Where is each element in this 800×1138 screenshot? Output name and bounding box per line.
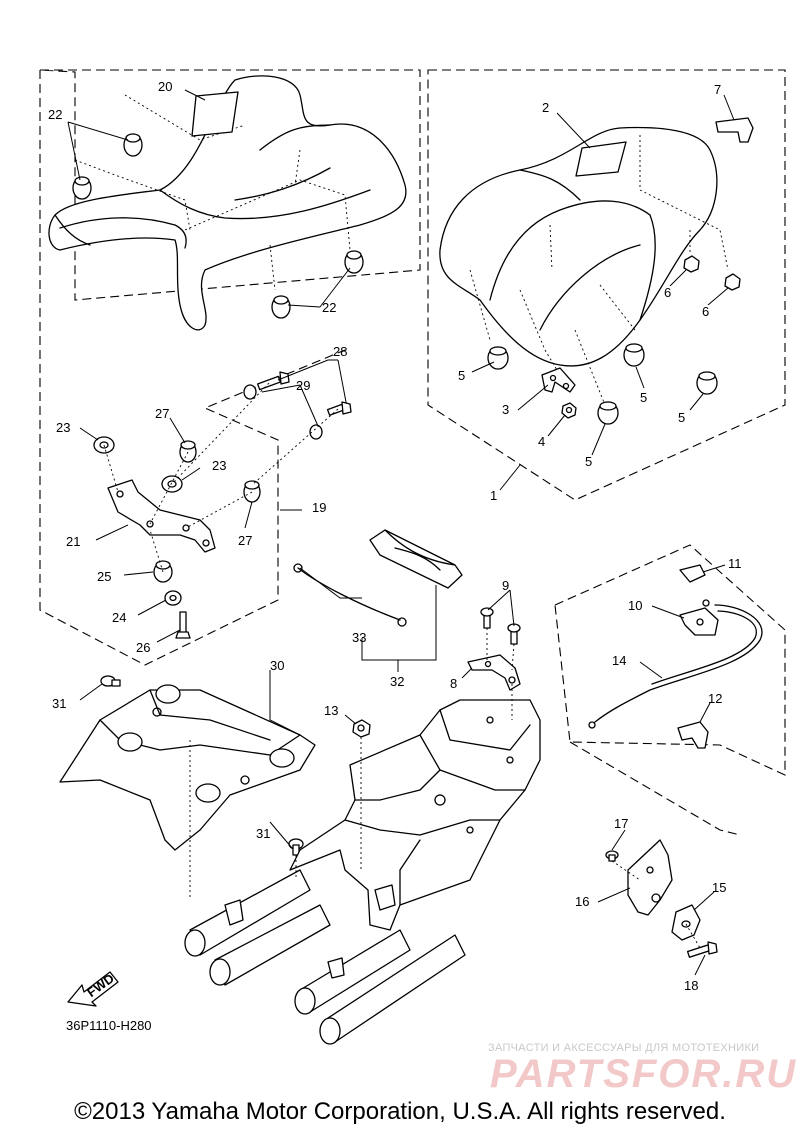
frame-guide-lines	[189, 628, 515, 900]
part-label-21: 21	[66, 534, 80, 549]
passenger-seat-group-box	[427, 69, 786, 501]
hook-15	[671, 904, 701, 941]
part-label-3: 3	[502, 402, 509, 417]
passenger-seat	[439, 126, 729, 406]
part-label-7: 7	[714, 82, 721, 97]
bracket-3	[541, 367, 576, 393]
grommet-23-set	[93, 436, 183, 493]
nut-13	[352, 719, 371, 738]
part-label-22: 22	[322, 300, 336, 315]
part-label-15: 15	[712, 880, 726, 895]
part-label-1: 1	[490, 488, 497, 503]
part-label-4: 4	[538, 434, 545, 449]
part-label-5: 5	[640, 390, 647, 405]
bracket-12	[677, 721, 709, 749]
nut-6-set	[683, 255, 741, 291]
damper-5-set	[487, 343, 718, 425]
leader-lines	[67, 89, 735, 976]
part-label-9: 9	[502, 578, 509, 593]
lock-assy-10	[679, 607, 719, 636]
copyright-notice: ©2013 Yamaha Motor Corporation, U.S.A. A…	[74, 1098, 726, 1125]
bolt-17	[605, 850, 619, 862]
seat-lock-group-box-lower	[569, 741, 741, 836]
clip-7	[715, 117, 754, 143]
part-label-10: 10	[628, 598, 642, 613]
part-label-6: 6	[702, 304, 709, 319]
bracket-8	[467, 654, 521, 691]
seat-cable-33	[293, 563, 407, 627]
bracket-assembly-guide	[103, 382, 339, 573]
part-label-20: 20	[158, 79, 172, 94]
bracket-21	[107, 479, 216, 553]
damper-25	[153, 560, 173, 583]
bolt-26	[175, 611, 191, 639]
part-label-31: 31	[52, 696, 66, 711]
part-label-26: 26	[136, 640, 150, 655]
part-label-22: 22	[48, 107, 62, 122]
part-label-30: 30	[270, 658, 284, 673]
part-label-14: 14	[612, 653, 626, 668]
cover-11	[679, 564, 706, 583]
part-label-19: 19	[312, 500, 326, 515]
part-label-8: 8	[450, 676, 457, 691]
part-label-27: 27	[238, 533, 252, 548]
bracket-16	[627, 839, 673, 916]
seat-lock-group-box	[554, 544, 786, 776]
collar-24	[164, 590, 182, 606]
part-label-24: 24	[112, 610, 126, 625]
lock-guide-lines	[611, 860, 701, 949]
part-label-6: 6	[664, 285, 671, 300]
part-label-11: 11	[728, 556, 742, 571]
rider-seat-group-box	[39, 69, 421, 301]
part-label-16: 16	[575, 894, 589, 909]
part-label-32: 32	[390, 674, 404, 689]
part-label-27: 27	[155, 406, 169, 421]
part-label-33: 33	[352, 630, 366, 645]
nut-4	[561, 402, 577, 419]
watermark-logo: PARTSFOR.RU	[490, 1052, 798, 1096]
rear-frame	[184, 699, 541, 1045]
part-label-5: 5	[678, 410, 685, 425]
rider-seat	[48, 75, 407, 331]
collar-29-set	[243, 384, 323, 440]
bolt-31-set	[100, 675, 304, 856]
rider-seat-group-box-left	[39, 70, 346, 666]
part-label-31: 31	[256, 826, 270, 841]
part-label-28: 28	[333, 344, 347, 359]
lock-cable-14	[588, 599, 763, 729]
fwd-arrow-icon: FWD	[67, 970, 119, 1007]
damper-22-set	[72, 133, 364, 319]
part-label-5: 5	[585, 454, 592, 469]
part-label-13: 13	[324, 703, 338, 718]
part-label-17: 17	[614, 816, 628, 831]
bolt-18	[686, 941, 718, 958]
watermark-tagline: ЗАПЧАСТИ И АКСЕССУАРЫ ДЛЯ МОТОТЕХНИКИ	[488, 1042, 760, 1054]
part-label-12: 12	[708, 691, 722, 706]
part-label-18: 18	[684, 978, 698, 993]
tool-pouch-32	[369, 529, 463, 589]
bolt-9-set	[480, 607, 521, 645]
part-label-23: 23	[212, 458, 226, 473]
part-label-29: 29	[296, 378, 310, 393]
drawing-code: 36P1110-H280	[66, 1018, 152, 1033]
part-label-23: 23	[56, 420, 70, 435]
part-label-25: 25	[97, 569, 111, 584]
part-label-5: 5	[458, 368, 465, 383]
part-number-labels: 20 22 22 2 7 6 6 5 3 4 5 5 5 1 28 29 27 …	[48, 79, 742, 993]
seat-support-30	[59, 684, 316, 851]
part-label-2: 2	[542, 100, 549, 115]
